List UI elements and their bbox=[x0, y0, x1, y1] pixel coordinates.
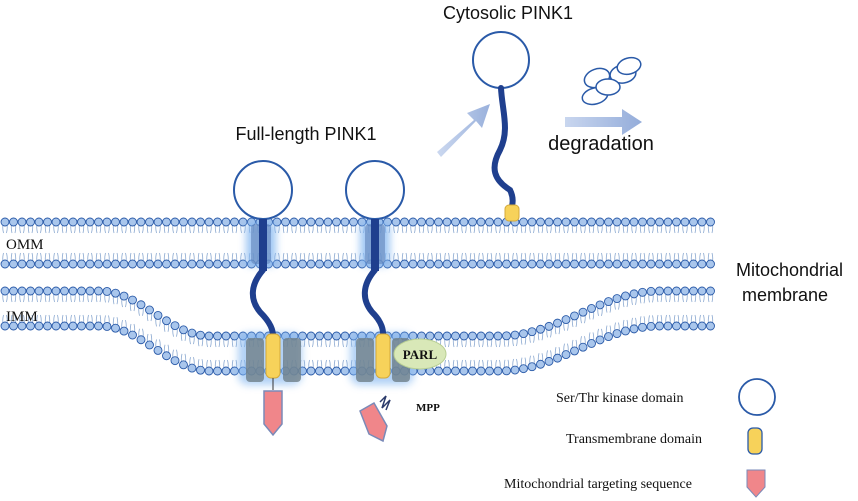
tm-domain-right bbox=[375, 333, 391, 379]
pink1-cytosolic bbox=[472, 31, 530, 222]
cytosolic-pink1-title: Cytosolic PINK1 bbox=[443, 3, 573, 23]
mito-membrane-label-line2: membrane bbox=[742, 285, 828, 305]
legend-kinase-label: Ser/Thr kinase domain bbox=[556, 391, 684, 406]
legend: Ser/Thr kinase domain Transmembrane doma… bbox=[504, 378, 776, 498]
kinase-domain-cytosolic bbox=[472, 31, 530, 89]
tm-domain-left bbox=[265, 333, 281, 379]
degradation-fragments bbox=[581, 56, 642, 106]
pink1-full-length-left bbox=[233, 160, 293, 437]
parl-protease: PARL bbox=[377, 338, 447, 370]
imm-label: IMM bbox=[6, 309, 38, 325]
outer-mitochondrial-membrane bbox=[0, 217, 715, 269]
legend-tm-label: Transmembrane domain bbox=[566, 432, 702, 447]
full-length-pink1-title: Full-length PINK1 bbox=[235, 124, 376, 144]
cleavage-bolt-mpp bbox=[379, 395, 391, 411]
tm-domain-cytosolic bbox=[504, 204, 520, 222]
legend-tm-swatch bbox=[747, 427, 763, 455]
omm-label: OMM bbox=[6, 237, 44, 253]
legend-kinase-swatch bbox=[738, 378, 776, 416]
kinase-domain-left bbox=[233, 160, 293, 220]
tm-segment-left bbox=[259, 219, 267, 271]
degradation-label: degradation bbox=[548, 133, 654, 155]
chain-cytosolic bbox=[491, 85, 516, 209]
chain-left bbox=[249, 267, 277, 343]
legend-mts-swatch bbox=[746, 469, 766, 498]
mts-cleaved bbox=[359, 401, 388, 443]
chain-right bbox=[361, 267, 387, 343]
release-arrow bbox=[437, 104, 490, 157]
mts-left bbox=[263, 390, 283, 437]
kinase-domain-right bbox=[345, 160, 405, 220]
pink1-full-length-right: MPP bbox=[345, 160, 440, 443]
tm-segment-right bbox=[371, 219, 379, 271]
legend-mts-label: Mitochondrial targeting sequence bbox=[504, 477, 692, 492]
mpp-label: MPP bbox=[416, 402, 440, 414]
parl-label: PARL bbox=[403, 347, 438, 362]
degradation-arrow bbox=[565, 109, 642, 135]
mito-membrane-label-line1: Mitochondrial bbox=[736, 260, 843, 280]
